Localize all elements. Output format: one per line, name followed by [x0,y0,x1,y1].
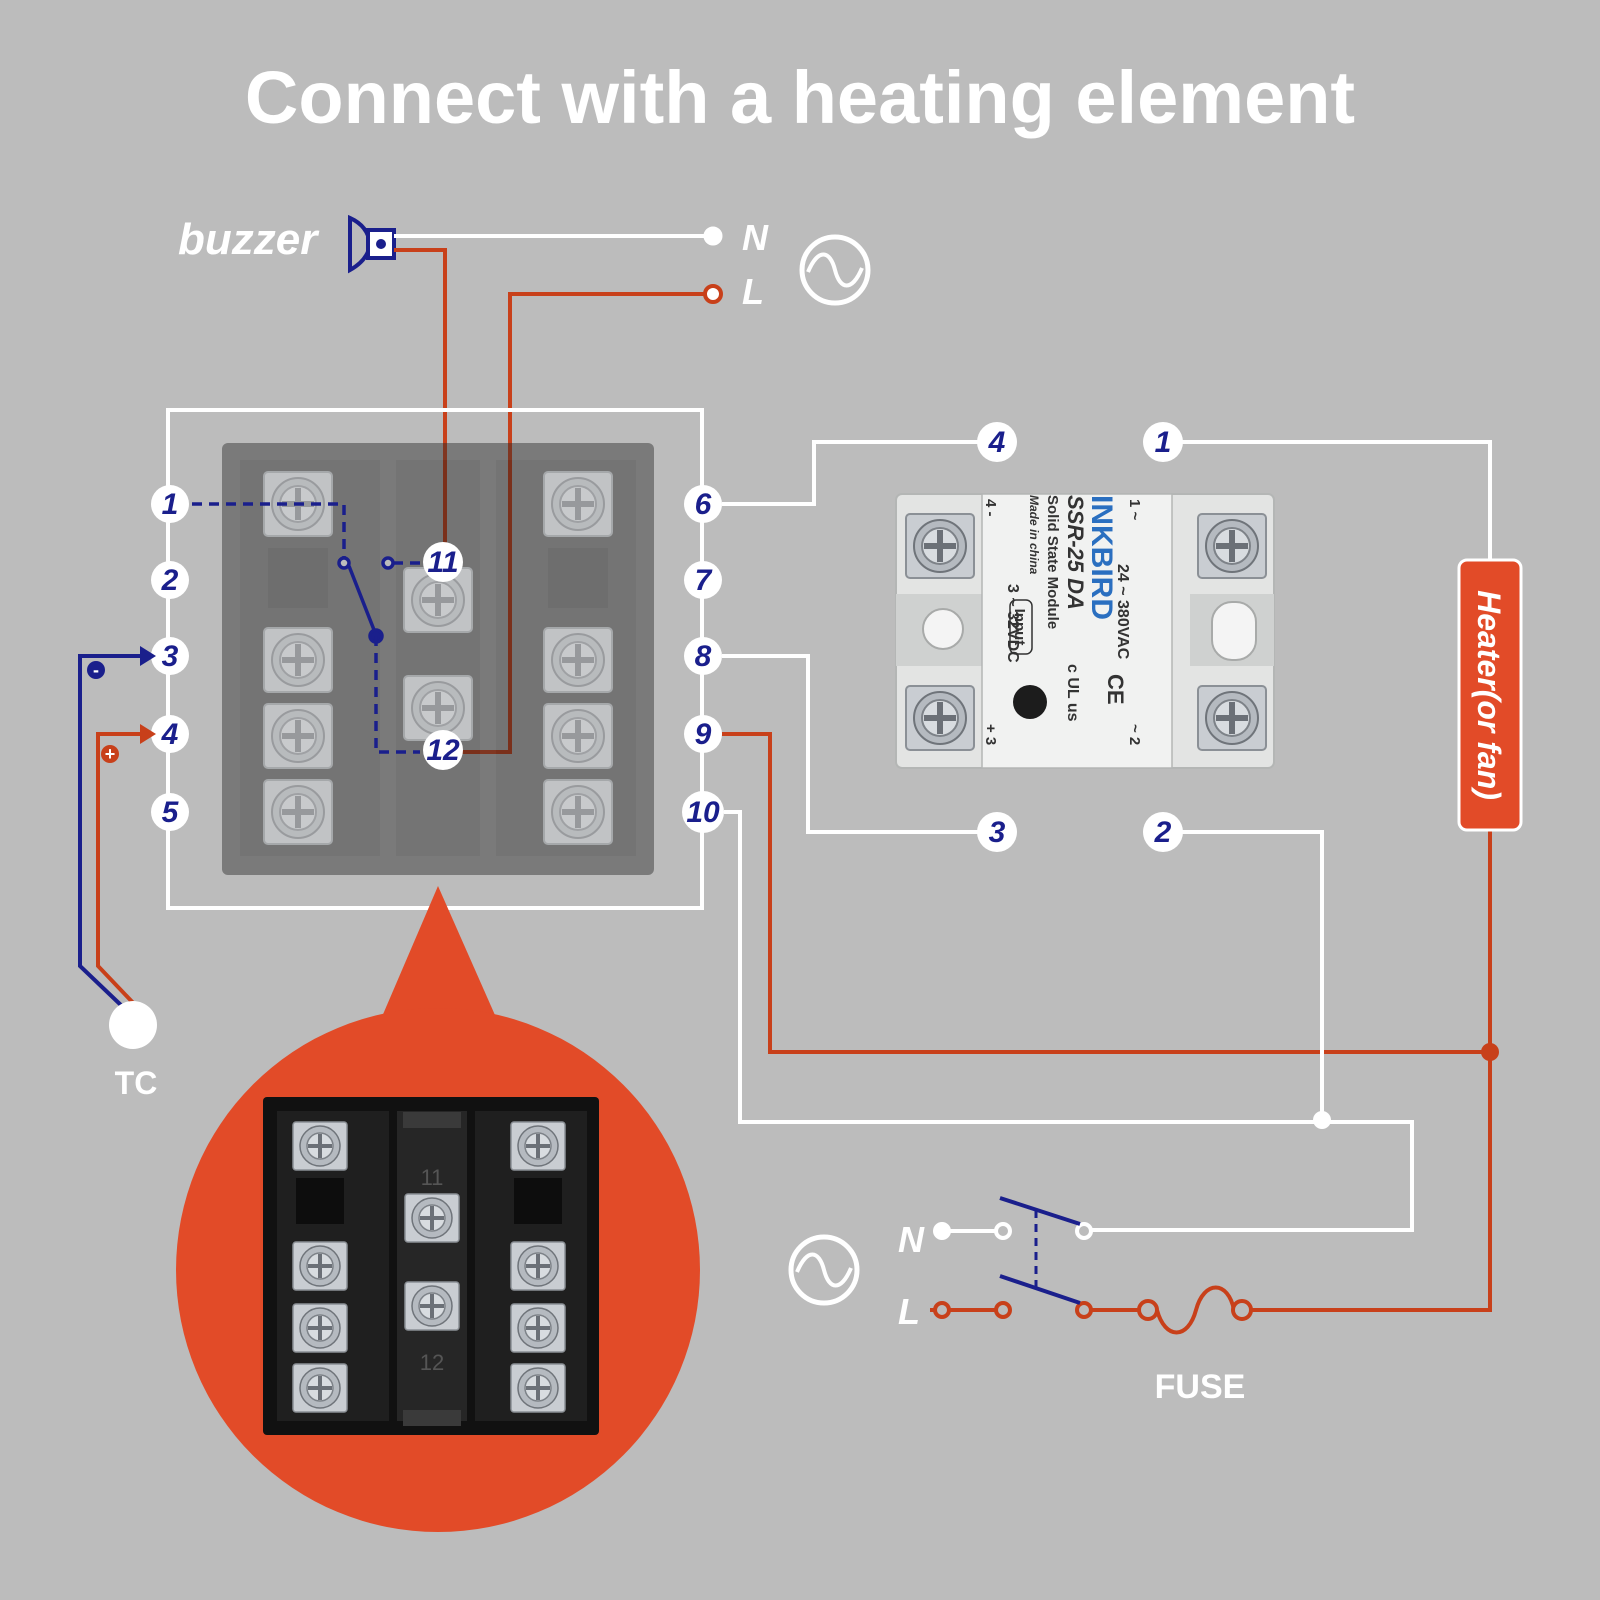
buzzer-label: buzzer [178,215,320,264]
ac-supply-bottom: N L [788,1219,925,1332]
terminal-6: 6 [684,485,722,523]
junction-red [1481,1043,1499,1061]
terminal-3: 3 [151,637,189,675]
ac-supply-top: N L [742,217,871,312]
wires-top [394,234,706,754]
ssr-ul-mark: c UL us [1064,664,1081,722]
svg-text:11: 11 [427,546,458,579]
svg-text:4: 4 [161,718,179,751]
ssr-subtitle: Solid State Module [1044,495,1061,629]
svg-text:7: 7 [695,564,713,597]
thermocouple: - + [78,646,157,1049]
terminal-5: 5 [151,793,189,831]
supply-top-n-label: N [742,217,769,258]
svg-text:1: 1 [1155,426,1172,459]
wires-output [722,440,1492,1312]
tc-plus-icon [101,745,119,763]
svg-text:-: - [93,660,99,680]
svg-text:5: 5 [162,796,180,829]
terminal-4: 4 [151,715,189,753]
svg-text:10: 10 [686,796,720,829]
terminal-11: 11 [423,542,463,582]
controller-terminals-right: 6 7 8 9 10 [682,485,724,833]
fuse [1091,1285,1253,1335]
ssr-terminal-1: 1 [1143,422,1183,462]
svg-text:8: 8 [695,640,712,673]
heater: Heater(or fan) [1457,558,1523,832]
svg-text:2: 2 [161,564,179,597]
ssr-terminal-3: 3 [977,812,1017,852]
terminal-10: 10 [682,791,724,833]
ssr-led-icon [1013,685,1047,719]
ssr-dc-rating: 3 ~ 32VDC [1004,584,1021,663]
svg-text:2: 2 [1154,816,1172,849]
ssr-terminal-4: 4 [977,422,1017,462]
zoom-label-12: 12 [420,1350,444,1375]
ssr-brand: INKBIRD [1085,495,1118,620]
alarm-relay-contact [192,502,420,754]
svg-text:3: 3 [989,816,1006,849]
ssr-pin1-label: 1 ~ [1126,499,1143,521]
controller-back-panel [222,443,654,875]
svg-text:+: + [105,744,116,764]
ssr-ac-rating: 24 ~ 380VAC [1114,564,1131,660]
fuse-label: FUSE [1155,1368,1246,1406]
ssr-module: INKBIRD SSR-25 DA Solid State Module Mad… [895,493,1275,769]
zoom-callout: 11 12 [176,886,700,1532]
tc-probe-tip [109,1001,157,1049]
terminal-9: 9 [684,715,722,753]
page-title: Connect with a heating element [245,56,1355,139]
ssr-pin3-label: + 3 [982,724,999,745]
terminal-8: 8 [684,637,722,675]
svg-text:9: 9 [695,718,712,751]
terminal-7: 7 [684,561,722,599]
ssr-origin: Made in china [1027,495,1041,575]
heater-label: Heater(or fan) [1471,590,1507,800]
supply-top-n-terminal [703,226,723,246]
ssr-input-label: Input [1011,609,1028,646]
svg-text:3: 3 [162,640,179,673]
supply-bottom-l-label: L [898,1291,920,1332]
supply-top-l-label: L [742,271,764,312]
supply-bottom-n-label: N [898,1219,925,1260]
svg-text:6: 6 [695,488,712,521]
terminal-12: 12 [423,730,463,770]
ssr-terminal-2: 2 [1143,812,1183,852]
tc-minus-icon [87,661,105,679]
svg-text:4: 4 [988,426,1006,459]
junction-white [1313,1111,1331,1129]
svg-text:12: 12 [426,734,460,767]
supply-top-l-terminal [703,284,723,304]
double-pole-switch [933,1196,1093,1319]
svg-text:1: 1 [162,488,179,521]
controller-terminals-left: 1 2 3 4 5 [151,485,189,831]
terminal-1: 1 [151,485,189,523]
ssr-model: SSR-25 DA [1063,495,1088,610]
terminal-2: 2 [151,561,189,599]
tc-label: TC [115,1065,158,1101]
zoom-label-11: 11 [421,1165,444,1190]
ssr-pin2-label: ~ 2 [1126,724,1143,745]
buzzer: buzzer [178,214,396,274]
ssr-ce-mark: CE [1103,674,1128,705]
ssr-pin4-label: 4 - [982,499,999,517]
